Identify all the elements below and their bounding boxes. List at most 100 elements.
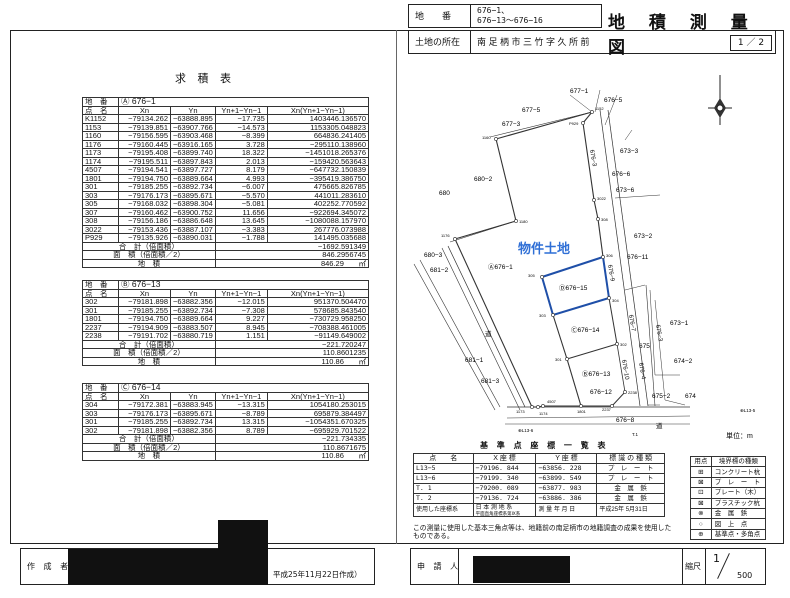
cell: 301 — [82, 182, 119, 192]
cell: −79153.436 — [118, 224, 171, 234]
legend-row: ⊠プ レ ー ト — [690, 476, 767, 489]
lot-label: Ⓐ676−1 — [488, 263, 513, 271]
parcel-boundary — [597, 218, 604, 258]
point-label: 304 — [612, 298, 619, 303]
marker-symbol-icon: ⊕ — [690, 528, 712, 541]
document-title: 地 積 測 量 図 — [608, 13, 757, 58]
boundary-point-marker — [530, 405, 534, 409]
cell: −5.081 — [214, 199, 268, 209]
bp-header: X 座 標 — [472, 453, 537, 464]
cell: 18.322 — [214, 148, 268, 158]
cell: −63889.664 — [170, 173, 216, 183]
parcel-boundary — [552, 314, 568, 360]
boundary-point-marker — [581, 121, 585, 125]
cell: −63897.727 — [170, 165, 216, 175]
point-label: 303 — [539, 313, 546, 318]
cell: 664836.241405 — [266, 131, 370, 141]
boundary-line — [614, 194, 661, 199]
lot-label: 674 — [685, 393, 696, 400]
cell: 3.728 — [214, 139, 268, 149]
legend-header: 用点 — [690, 455, 712, 468]
cell: 1054180.253015 — [266, 400, 370, 410]
lot-label: 674−2 — [674, 358, 693, 365]
chiban-header: 地 番 — [82, 280, 119, 290]
area-table-title: 求 積 表 — [175, 72, 235, 85]
total-label: 合 計（倍面積） — [82, 339, 216, 349]
cell: −63899.740 — [170, 148, 216, 158]
boundary-point-marker — [540, 275, 544, 279]
cell: −63880.719 — [170, 331, 216, 341]
location-value: 南 足 柄 市 三 竹 字 久 所 前 — [470, 30, 776, 54]
cell: −708388.461005 — [266, 322, 370, 332]
boundary-line — [506, 415, 691, 419]
system-value-2: 平面直角座標系第Ⅸ系 — [475, 510, 521, 516]
cell: −79168.032 — [118, 199, 171, 209]
cell: −63897.843 — [170, 156, 216, 166]
cell: −63882.356 — [170, 297, 216, 307]
cell: −79185.255 — [118, 417, 171, 427]
north-arrow-icon — [708, 75, 732, 125]
boundary-point-marker — [551, 313, 555, 317]
lot-label: 677−5 — [522, 107, 541, 114]
marker-type: プラスチック杭 — [710, 497, 767, 509]
cell: 475665.826785 — [266, 182, 370, 192]
cell: −79200. 089 — [472, 483, 537, 494]
cell: 1153 — [82, 122, 119, 132]
survey-mark-label: ⊕L13-6 — [518, 428, 534, 433]
system-value-1: 日 本 測 地 系 — [475, 504, 513, 511]
marker-symbol-icon: ⊠ — [690, 497, 712, 509]
area-value: 110.8601235 — [214, 348, 370, 358]
marker-symbol-icon: ⊞ — [690, 466, 712, 478]
cell: 4.993 — [214, 173, 268, 183]
road-lot-label: 676−10 — [620, 359, 630, 381]
applicant-box: 申 請 人 縮尺 1 500 — [410, 548, 766, 585]
cell: −63892.734 — [170, 305, 216, 315]
unit: ㎡ — [358, 451, 367, 460]
date-value: 平成25年 5月31日 — [596, 503, 665, 517]
point-label: 306 — [606, 253, 613, 258]
lot-label: 680 — [439, 190, 450, 197]
cell: 8.179 — [214, 165, 268, 175]
cell: −63882.356 — [170, 425, 216, 435]
point-label: 1160 — [482, 135, 491, 140]
cell: 951370.504470 — [266, 297, 370, 307]
cell: 141495.035688 — [266, 233, 370, 243]
road-lot-label: 676−3 — [654, 324, 663, 342]
survey-mark-label: ⊕L13-5 — [740, 408, 756, 413]
cell: −79176.173 — [118, 190, 171, 200]
cell: −14.573 — [214, 122, 268, 132]
total-value: −221.734335 — [214, 434, 370, 444]
cell: P929 — [82, 233, 119, 243]
chiseki-value: 110.86 ㎡ — [214, 356, 370, 366]
boundary-point-marker — [453, 237, 457, 241]
cell: 302 — [82, 425, 119, 435]
chiban-label: 地 番 — [408, 4, 471, 28]
cell: −17.735 — [214, 114, 268, 124]
cell: −79185.255 — [118, 305, 171, 315]
road-lot-label: 676−7 — [627, 314, 636, 332]
legend-header: 境界標の種類 — [710, 455, 767, 468]
product-header: Xn(Yn+1−Yn−1) — [266, 391, 370, 401]
boundary-line — [449, 220, 517, 243]
cell: −63856. 228 — [535, 463, 598, 474]
redacted-block — [218, 520, 268, 550]
cell: 441011.283610 — [266, 190, 370, 200]
bp-header: Y 座 標 — [535, 453, 598, 464]
point-label: 1174 — [539, 411, 548, 416]
cell: −79195.408 — [118, 148, 171, 158]
marker-symbol-icon: ○ — [690, 518, 712, 530]
cell: 1160 — [82, 131, 119, 141]
cell: −79191.702 — [118, 331, 171, 341]
lot-label: 673−3 — [620, 148, 639, 155]
cell: 267776.073988 — [266, 224, 370, 234]
boundary-point-marker — [592, 198, 596, 202]
location-label: 土地の所在 — [408, 30, 471, 54]
parcel-label: Ⓒ 676−14 — [118, 383, 369, 393]
